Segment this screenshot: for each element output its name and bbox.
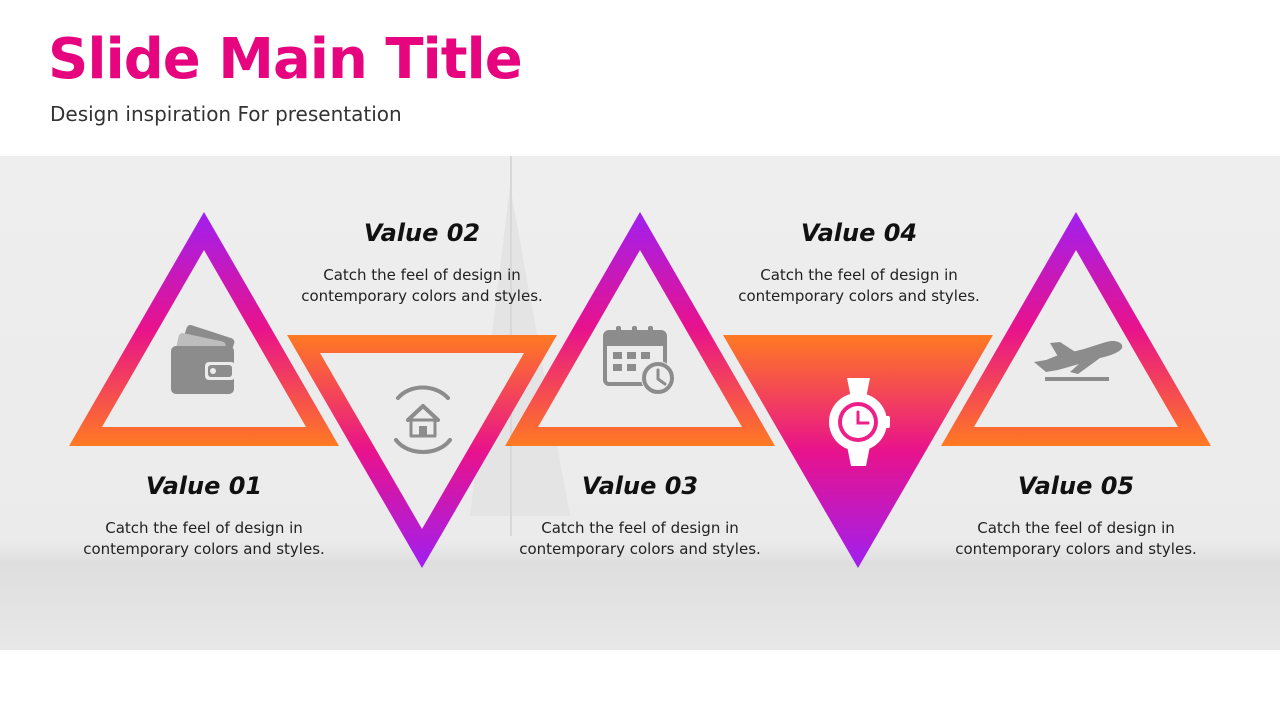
wristwatch-icon (829, 378, 890, 466)
value-01-title: Value 01 (145, 472, 263, 500)
wallet-icon (171, 325, 235, 394)
sea-background (0, 561, 1280, 650)
value-01-description: Catch the feel of design in contemporary… (83, 519, 325, 558)
house-in-hands-icon (394, 385, 452, 454)
value-02-title: Value 02 (363, 219, 481, 247)
value-04-description: Catch the feel of design in contemporary… (738, 266, 980, 305)
value-05-description: Catch the feel of design in contemporary… (955, 519, 1197, 558)
value-04-title: Value 04 (800, 219, 918, 247)
triangle-value-05 (941, 212, 1211, 446)
airplane-takeoff-icon (1034, 340, 1123, 381)
slide-title: Slide Main Title (48, 27, 523, 92)
calendar-clock-icon (603, 326, 675, 395)
value-03-title: Value 03 (581, 472, 699, 500)
value-05-title: Value 05 (1017, 472, 1135, 500)
value-02-description: Catch the feel of design in contemporary… (301, 266, 543, 305)
value-03-description: Catch the feel of design in contemporary… (519, 519, 761, 558)
slide-subtitle: Design inspiration For presentation (50, 102, 402, 126)
